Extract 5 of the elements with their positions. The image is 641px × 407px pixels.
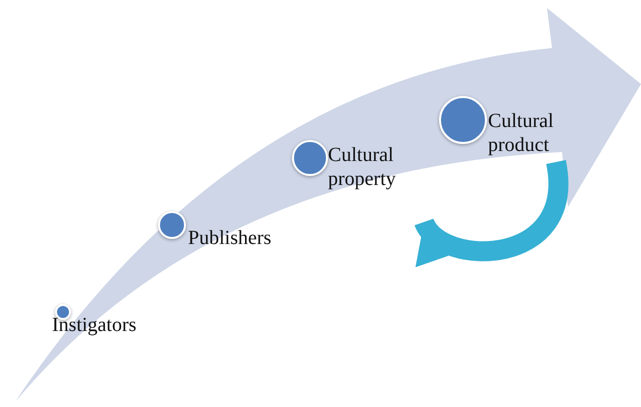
stage-label: Cultural product [488, 109, 555, 157]
curved-arrow [415, 161, 568, 268]
stage-label: Instigators [52, 313, 138, 337]
stage-label: Cultural property [328, 143, 397, 191]
stage-label: Publishers [188, 226, 272, 250]
